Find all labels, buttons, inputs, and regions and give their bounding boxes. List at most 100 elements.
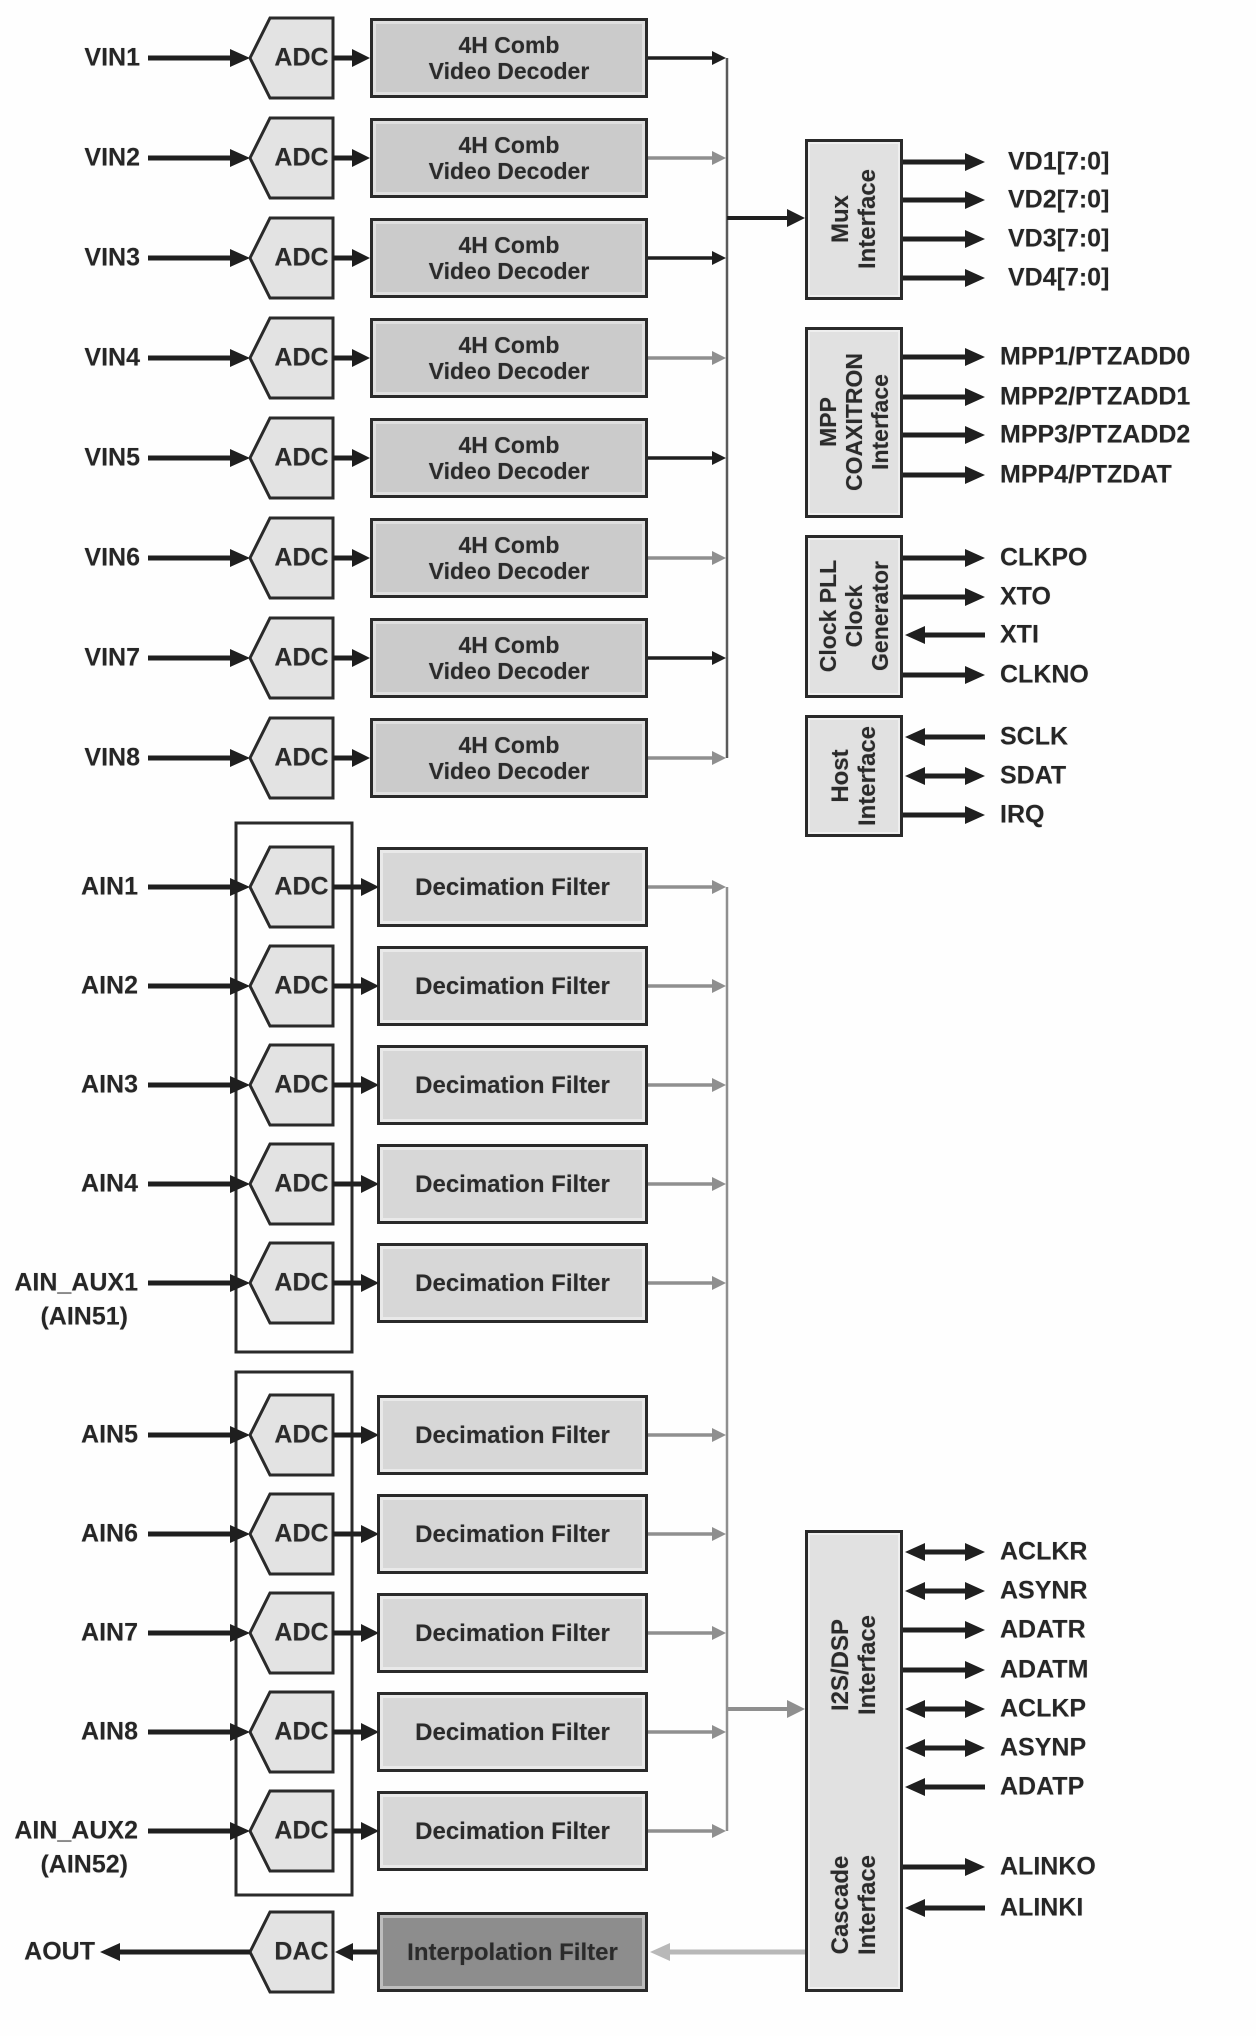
video-decoder-line1-1: 4H Comb — [458, 32, 560, 58]
adc-label-g1-5: ADC — [274, 1268, 329, 1297]
mpp-signal-2-label: MPP2/PTZADD1 — [1000, 382, 1191, 411]
adc-label-g1-3: ADC — [274, 1070, 329, 1099]
clock-signal-1-arrowhead — [965, 549, 985, 567]
input-label-vin6: VIN6 — [84, 543, 140, 572]
host-signal-1-label: SCLK — [1000, 722, 1069, 751]
wire-decoder-bus-6-arrowhead — [712, 551, 726, 565]
i2s-signal-3-arrowhead — [965, 1621, 985, 1639]
input-sublabel-g1-5: (AIN51) — [40, 1302, 128, 1331]
video-decoder-line1-7: 4H Comb — [458, 632, 560, 658]
decimation-filter-label-g2-5: Decimation Filter — [415, 1818, 610, 1845]
wire-adc-decoder-7-arrowhead — [352, 649, 370, 667]
wire-vin8-arrowhead — [230, 749, 250, 767]
adc-label-vin7: ADC — [274, 643, 329, 672]
adc-label-g2-4: ADC — [274, 1717, 329, 1746]
wire-g1-3-arrowhead — [230, 1076, 250, 1094]
clock-signal-2-arrowhead — [965, 588, 985, 606]
wire-g1-2-arrowhead — [230, 977, 250, 995]
clock-signal-3-label: XTI — [1000, 620, 1039, 649]
i2s-signal-6-label: ASYNP — [1000, 1733, 1087, 1762]
input-label-g1-5: AIN_AUX1 — [14, 1268, 138, 1297]
video-decoder-line2-1: Video Decoder — [428, 58, 590, 84]
input-label-vin1: VIN1 — [84, 43, 140, 72]
wire-adc-decoder-1-arrowhead — [352, 49, 370, 67]
decimation-filter-box-g1-1: Decimation Filter — [377, 847, 648, 927]
input-label-vin2: VIN2 — [84, 143, 140, 172]
decimation-filter-box-g2-3: Decimation Filter — [377, 1593, 648, 1673]
i2s-signal-7-arrowhead — [905, 1778, 925, 1796]
interpolation-filter-label: Interpolation Filter — [407, 1939, 618, 1966]
wire-bus-mux-arrowhead — [787, 209, 805, 227]
video-decoder-line1-3: 4H Comb — [458, 232, 560, 258]
video-decoder-line1-4: 4H Comb — [458, 332, 560, 358]
decimation-filter-box-g1-3: Decimation Filter — [377, 1045, 648, 1125]
decimation-filter-box-g2-5: Decimation Filter — [377, 1791, 648, 1871]
clock-signal-4-arrowhead — [965, 666, 985, 684]
adc-label-g2-3: ADC — [274, 1618, 329, 1647]
wire-vin2-arrowhead — [230, 149, 250, 167]
wire-filter-bus-g1-3-arrowhead — [712, 1078, 726, 1092]
cascade-signal-2-label: ALINKI — [1000, 1893, 1084, 1922]
adc-label-vin5: ADC — [274, 443, 329, 472]
vd1-label: VD1[7:0] — [1008, 147, 1110, 176]
wire-decoder-bus-8-arrowhead — [712, 751, 726, 765]
adc-label-vin4: ADC — [274, 343, 329, 372]
adc-label-g2-1: ADC — [274, 1420, 329, 1449]
wire-decoder-bus-1-arrowhead — [712, 51, 726, 65]
video-decoder-line2-7: Video Decoder — [428, 658, 590, 684]
wire-adc-filter-g1-2-arrowhead — [361, 977, 379, 995]
wire-filter-bus-g2-2-arrowhead — [712, 1527, 726, 1541]
wire-decoder-bus-3-arrowhead — [712, 251, 726, 265]
decimation-filter-label-g1-3: Decimation Filter — [415, 1072, 610, 1099]
wire-adc-filter-g2-5-arrowhead — [361, 1822, 379, 1840]
cascade-signal-2-arrowhead — [905, 1899, 925, 1917]
decimation-filter-label-g2-4: Decimation Filter — [415, 1719, 610, 1746]
clock-pll-generator-box: Clock PLL Clock Generator — [805, 535, 903, 698]
wire-g1-1-arrowhead — [230, 878, 250, 896]
decimation-filter-box-g2-2: Decimation Filter — [377, 1494, 648, 1574]
host-signal-1-arrowhead — [905, 728, 925, 746]
cascade-signal-1-label: ALINKO — [1000, 1852, 1096, 1881]
mux-interface-box: Mux Interface — [805, 139, 903, 300]
input-label-g2-5: AIN_AUX2 — [14, 1816, 138, 1845]
i2s-signal-5-arrowhead-right — [965, 1700, 985, 1718]
adc-label-vin3: ADC — [274, 243, 329, 272]
wire-g2-5-arrowhead — [230, 1822, 250, 1840]
wire-vin1-arrowhead — [230, 49, 250, 67]
adc-label-g2-5: ADC — [274, 1816, 329, 1845]
clock-signal-1-label: CLKPO — [1000, 543, 1088, 572]
wire-vin5-arrowhead — [230, 449, 250, 467]
input-label-g2-1: AIN5 — [81, 1420, 138, 1449]
wire-cascade-interp-arrowhead — [650, 1943, 670, 1961]
adc-label-vin1: ADC — [274, 43, 329, 72]
wire-adc-filter-g2-3-arrowhead — [361, 1624, 379, 1642]
mpp-signal-3-label: MPP3/PTZADD2 — [1000, 420, 1191, 449]
wire-filter-bus-g2-4-arrowhead — [712, 1725, 726, 1739]
i2s-signal-3-label: ADATR — [1000, 1615, 1086, 1644]
i2s-signal-4-arrowhead — [965, 1661, 985, 1679]
input-label-vin5: VIN5 — [84, 443, 140, 472]
wire-adc-decoder-3-arrowhead — [352, 249, 370, 267]
input-label-vin8: VIN8 — [84, 743, 140, 772]
vd2-arrowhead — [965, 191, 985, 209]
mpp-signal-2-arrowhead — [965, 388, 985, 406]
cascade-signal-1-arrowhead — [965, 1858, 985, 1876]
wire-vin3-arrowhead — [230, 249, 250, 267]
input-label-g2-2: AIN6 — [81, 1519, 138, 1548]
host-interface-box: Host Interface — [805, 715, 903, 837]
input-label-g2-4: AIN8 — [81, 1717, 138, 1746]
wire-g2-1-arrowhead — [230, 1426, 250, 1444]
input-sublabel-g2-5: (AIN52) — [40, 1850, 128, 1879]
wire-g1-5-arrowhead — [230, 1274, 250, 1292]
input-label-vin3: VIN3 — [84, 243, 140, 272]
video-decoder-line2-6: Video Decoder — [428, 558, 590, 584]
video-decoder-line2-4: Video Decoder — [428, 358, 590, 384]
decimation-filter-box-g1-5: Decimation Filter — [377, 1243, 648, 1323]
vd2-label: VD2[7:0] — [1008, 185, 1110, 214]
i2s-signal-5-label: ACLKP — [1000, 1694, 1087, 1723]
